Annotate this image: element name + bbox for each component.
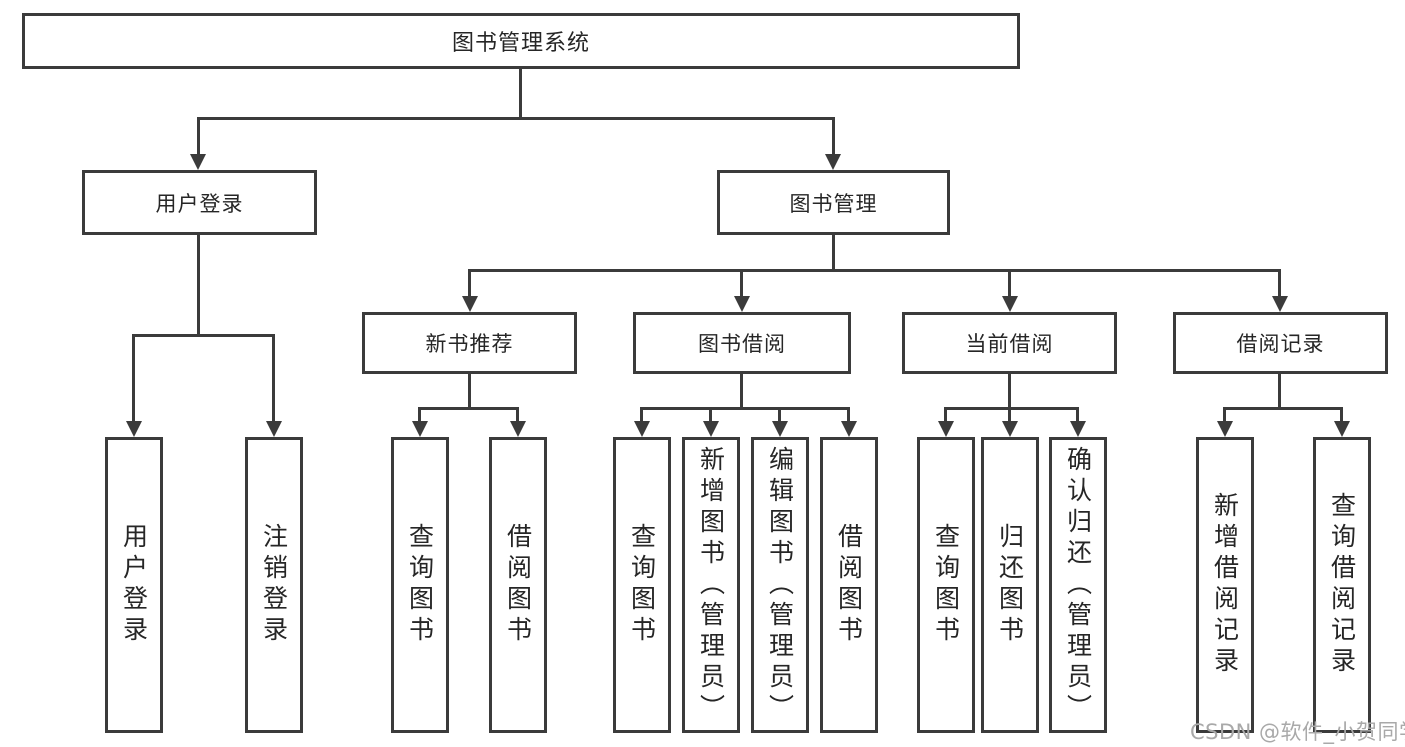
connector-level2-bar [197, 117, 834, 120]
leaf-add-borrow-record-label: 新增借阅记录 [1210, 492, 1240, 678]
node-user-login: 用户登录 [82, 170, 317, 235]
node-new-book-rec: 新书推荐 [362, 312, 577, 374]
arrowhead-leaf [772, 421, 788, 437]
csdn-watermark: CSDN @软件_小贺同学 [1190, 720, 1405, 744]
connector-root-stem [519, 69, 522, 118]
connector-leaf-drop [640, 407, 643, 422]
leaf-query-books-borrow-label: 查询图书 [627, 523, 657, 647]
arrowhead-book-mgmt [825, 154, 841, 170]
connector-new-book-rec-stem [468, 374, 471, 410]
leaf-query-books-rec: 查询图书 [391, 437, 449, 733]
connector-user-login-bar [132, 334, 275, 337]
connector-level3-drop [1278, 269, 1281, 297]
leaf-borrow-books-rec-label: 借阅图书 [503, 523, 533, 647]
connector-current-borrow-bar [944, 407, 1078, 410]
arrowhead-leaf [703, 421, 719, 437]
connector-level3-drop [1008, 269, 1011, 297]
node-root: 图书管理系统 [22, 13, 1020, 69]
leaf-query-books-current: 查询图书 [917, 437, 975, 733]
arrowhead-leaf [1334, 421, 1350, 437]
node-root-label: 图书管理系统 [451, 31, 590, 56]
connector-level3-bar [468, 269, 1281, 272]
connector-current-borrow-stem [1008, 374, 1011, 410]
arrowhead-leaf [841, 421, 857, 437]
connector-leaf-drop [1340, 407, 1343, 422]
leaf-add-borrow-record: 新增借阅记录 [1196, 437, 1254, 733]
arrowhead-user-login [190, 154, 206, 170]
arrowhead-new-book-rec [462, 296, 478, 312]
connector-leaf-drop [847, 407, 850, 422]
leaf-add-books: 新增图书（管理员） [682, 437, 740, 733]
arrowhead-leaf [1002, 421, 1018, 437]
leaf-return-books: 归还图书 [981, 437, 1039, 733]
connector-borrow-records-stem [1278, 374, 1281, 410]
node-current-borrow: 当前借阅 [902, 312, 1117, 374]
arrowhead-leaf [1217, 421, 1233, 437]
leaf-query-books-rec-label: 查询图书 [405, 523, 435, 647]
leaf-confirm-return-label: 确认归还（管理员） [1063, 445, 1093, 725]
arrowhead-borrow-records [1272, 296, 1288, 312]
node-book-mgmt-label: 图书管理 [789, 191, 878, 216]
connector-leaf-drop [272, 334, 275, 422]
node-borrow-records: 借阅记录 [1173, 312, 1388, 374]
arrowhead-leaf [938, 421, 954, 437]
leaf-query-borrow-record-label: 查询借阅记录 [1327, 492, 1357, 678]
leaf-user-login: 用户登录 [105, 437, 163, 733]
node-book-borrow-label: 图书借阅 [698, 332, 786, 356]
leaf-return-books-label: 归还图书 [995, 523, 1025, 647]
connector-new-book-rec-bar [418, 407, 519, 410]
arrowhead-leaf [412, 421, 428, 437]
leaf-logout-label: 注销登录 [259, 523, 289, 647]
node-current-borrow-label: 当前借阅 [965, 332, 1054, 356]
arrowhead-leaf [634, 421, 650, 437]
leaf-confirm-return: 确认归还（管理员） [1049, 437, 1107, 733]
connector-leaf-drop [944, 407, 947, 422]
leaf-query-books-borrow: 查询图书 [613, 437, 671, 733]
connector-leaf-drop [1076, 407, 1079, 422]
arrowhead-leaf [266, 421, 282, 437]
connector-leaf-drop [516, 407, 519, 422]
leaf-edit-books: 编辑图书（管理员） [751, 437, 809, 733]
connector-book-borrow-bar [640, 407, 850, 410]
connector-book-mgmt-stem [832, 235, 835, 271]
arrowhead-book-borrow [734, 296, 750, 312]
connector-book-mgmt-drop [832, 117, 835, 155]
connector-leaf-drop [132, 334, 135, 422]
connector-user-login-drop [197, 117, 200, 155]
arrowhead-leaf [510, 421, 526, 437]
arrowhead-leaf [126, 421, 142, 437]
node-user-login-label: 用户登录 [155, 191, 244, 216]
connector-book-borrow-stem [740, 374, 743, 410]
leaf-borrow-books-rec: 借阅图书 [489, 437, 547, 733]
leaf-logout: 注销登录 [245, 437, 303, 733]
connector-leaf-drop [418, 407, 421, 422]
leaf-query-books-current-label: 查询图书 [931, 523, 961, 647]
node-new-book-rec-label: 新书推荐 [425, 332, 514, 356]
leaf-user-login-label: 用户登录 [119, 523, 149, 647]
connector-level3-drop [468, 269, 471, 297]
connector-leaf-drop [778, 407, 781, 422]
leaf-add-books-label: 新增图书（管理员） [696, 445, 726, 725]
connector-leaf-drop [1008, 407, 1011, 422]
connector-user-login-stem [197, 235, 200, 337]
connector-leaf-drop [1223, 407, 1226, 422]
leaf-borrow-books: 借阅图书 [820, 437, 878, 733]
arrowhead-leaf [1070, 421, 1086, 437]
leaf-borrow-books-label: 借阅图书 [834, 523, 864, 647]
node-borrow-records-label: 借阅记录 [1236, 332, 1325, 356]
node-book-borrow: 图书借阅 [633, 312, 851, 374]
leaf-query-borrow-record: 查询借阅记录 [1313, 437, 1371, 733]
arrowhead-current-borrow [1002, 296, 1018, 312]
connector-borrow-records-bar [1223, 407, 1342, 410]
connector-leaf-drop [709, 407, 712, 422]
connector-level3-drop [740, 269, 743, 297]
node-book-mgmt: 图书管理 [717, 170, 950, 235]
leaf-edit-books-label: 编辑图书（管理员） [765, 445, 795, 725]
